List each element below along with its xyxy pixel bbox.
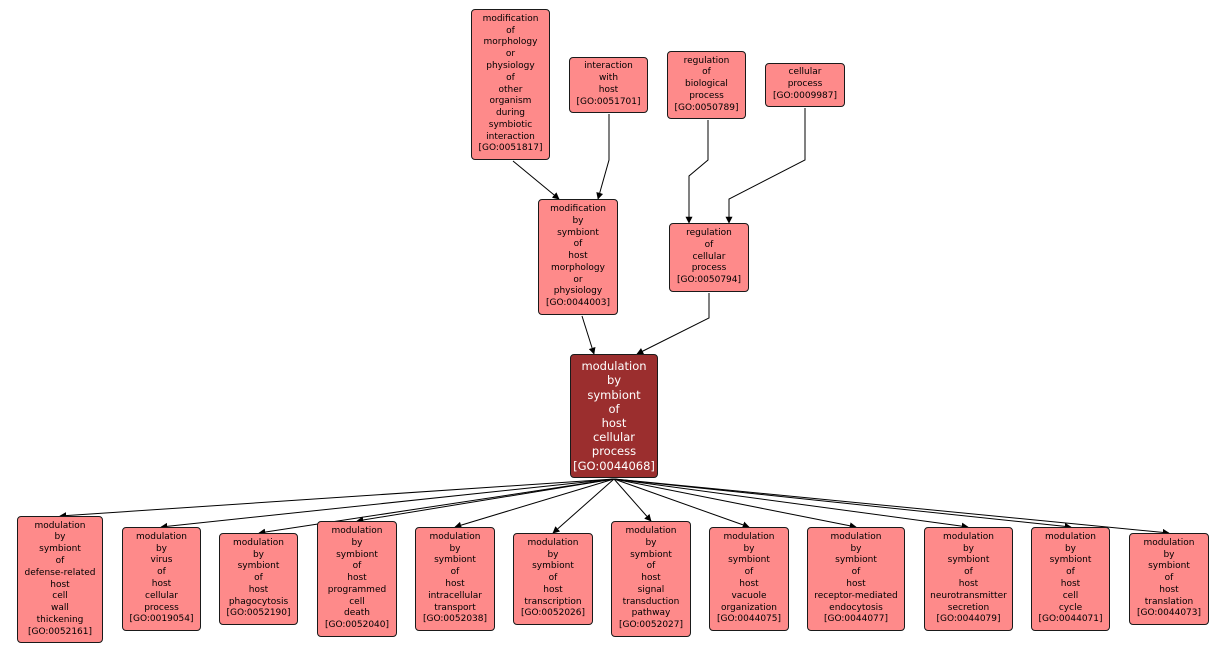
node-label: modulation by symbiont of host vacuole o… — [716, 531, 782, 625]
node-label: modulation by symbiont of defense-relate… — [24, 520, 96, 637]
node-go-0051817[interactable]: modification of morphology or physiology… — [471, 9, 550, 160]
edge-go-0044068-to-go-0052026 — [552, 478, 615, 534]
node-go-0044068-focus[interactable]: modulation by symbiont of host cellular … — [570, 354, 658, 478]
edge-go-0044068-to-go-0044073 — [613, 478, 1170, 536]
edge-go-0050794-to-go-0044068 — [636, 293, 710, 355]
node-go-0050794[interactable]: regulation of cellular process [GO:00507… — [669, 223, 749, 292]
node-label: modification by symbiont of host morphol… — [545, 203, 611, 309]
node-go-0051701[interactable]: interaction with host [GO:0051701] — [569, 57, 648, 113]
node-label: modulation by symbiont of host neurotran… — [930, 531, 1007, 625]
edge-go-0044003-to-go-0044068 — [581, 315, 596, 355]
node-go-0044003[interactable]: modification by symbiont of host morphol… — [538, 199, 618, 315]
node-go-0044071[interactable]: modulation by symbiont of host cell cycl… — [1031, 527, 1110, 631]
node-go-0052161[interactable]: modulation by symbiont of defense-relate… — [17, 516, 103, 643]
node-go-0009987[interactable]: cellular process [GO:0009987] — [765, 63, 845, 107]
edge-go-0044068-to-go-0052040 — [356, 478, 615, 524]
edge-go-0044068-to-go-0044077 — [613, 478, 857, 530]
edge-go-0009987-to-go-0050794 — [725, 108, 806, 224]
edge-go-0051817-to-go-0044003 — [512, 160, 560, 200]
edge-go-0044068-to-go-0052027 — [613, 478, 652, 522]
node-label: interaction with host [GO:0051701] — [576, 61, 641, 107]
edge-go-0044068-to-go-0052190 — [258, 478, 615, 536]
node-label: modulation by symbiont of host receptor-… — [814, 531, 898, 625]
node-label: cellular process [GO:0009987] — [772, 67, 838, 101]
node-go-0044077[interactable]: modulation by symbiont of host receptor-… — [807, 527, 905, 631]
node-go-0019054[interactable]: modulation by virus of host cellular pro… — [122, 527, 201, 631]
node-go-0050789[interactable]: regulation of biological process [GO:005… — [667, 51, 746, 119]
node-label: modulation by symbiont of host intracell… — [422, 531, 488, 625]
node-go-0052038[interactable]: modulation by symbiont of host intracell… — [415, 527, 495, 631]
edge-go-0044068-to-go-0052038 — [454, 478, 615, 529]
edge-go-0044068-to-go-0052161 — [59, 478, 615, 520]
node-label: regulation of cellular process [GO:00507… — [676, 228, 742, 286]
node-label: regulation of biological process [GO:005… — [674, 55, 739, 113]
edge-go-0044068-to-go-0044075 — [613, 478, 750, 529]
node-go-0052027[interactable]: modulation by symbiont of host signal tr… — [611, 521, 691, 637]
node-label: modulation by symbiont of host signal tr… — [618, 525, 684, 631]
node-label: modulation by symbiont of host programme… — [324, 525, 390, 631]
node-go-0052040[interactable]: modulation by symbiont of host programme… — [317, 521, 397, 637]
node-label: modulation by symbiont of host phagocyto… — [226, 537, 291, 619]
edge-go-0044068-to-go-0044071 — [613, 478, 1072, 530]
node-label: modulation by symbiont of host translati… — [1136, 537, 1202, 619]
edge-go-0051701-to-go-0044003 — [596, 114, 610, 200]
node-label: modification of morphology or physiology… — [478, 13, 543, 154]
node-go-0044079[interactable]: modulation by symbiont of host neurotran… — [924, 527, 1013, 631]
node-go-0044073[interactable]: modulation by symbiont of host translati… — [1129, 533, 1209, 625]
node-go-0044075[interactable]: modulation by symbiont of host vacuole o… — [709, 527, 789, 631]
node-label: modulation by symbiont of host cellular … — [573, 359, 655, 473]
node-label: modulation by virus of host cellular pro… — [129, 531, 194, 625]
edge-go-0044068-to-go-0044079 — [613, 478, 969, 530]
node-go-0052190[interactable]: modulation by symbiont of host phagocyto… — [219, 533, 298, 625]
node-label: modulation by symbiont of host transcrip… — [520, 537, 586, 619]
node-label: modulation by symbiont of host cell cycl… — [1038, 531, 1103, 625]
edge-go-0050789-to-go-0050794 — [685, 120, 709, 224]
node-go-0052026[interactable]: modulation by symbiont of host transcrip… — [513, 533, 593, 625]
edge-go-0044068-to-go-0019054 — [160, 478, 615, 530]
